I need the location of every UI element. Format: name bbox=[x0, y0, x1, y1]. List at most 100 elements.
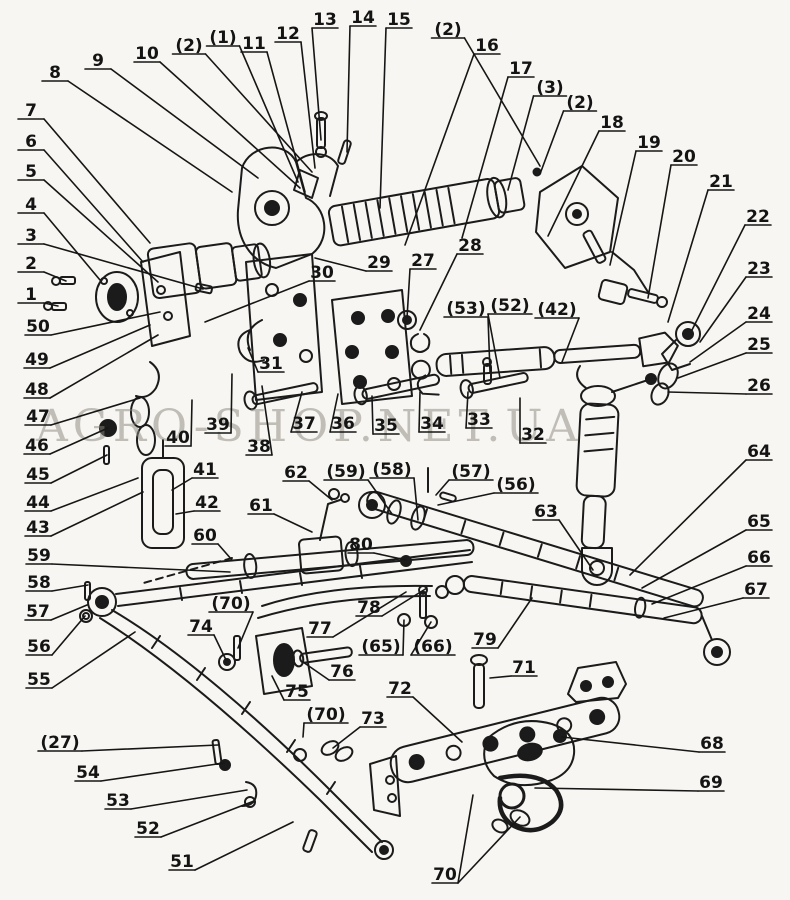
callout-label: (2) bbox=[566, 93, 593, 113]
callout-label: 29 bbox=[367, 253, 391, 273]
callout-26-23: 26 bbox=[667, 376, 773, 396]
callout-label: 4 bbox=[25, 195, 37, 215]
callout-label: 19 bbox=[637, 133, 661, 153]
callout-label: 11 bbox=[242, 34, 266, 54]
callout-72-90: 72 bbox=[386, 679, 463, 743]
callout-54-45: 54 bbox=[74, 762, 225, 783]
callout-59-39: 59 bbox=[25, 546, 231, 573]
callout-2-3: (2) bbox=[171, 36, 313, 173]
callout-52-54: (52) bbox=[487, 296, 533, 379]
callout-label: 60 bbox=[193, 526, 217, 546]
callout-label: 37 bbox=[292, 414, 316, 434]
callout-67-80: 67 bbox=[663, 580, 770, 619]
callout-25-22: 25 bbox=[677, 335, 773, 379]
callout-41-66: 41 bbox=[171, 460, 219, 491]
callout-label: 48 bbox=[25, 380, 49, 400]
callout-label: 39 bbox=[206, 415, 230, 435]
callout-label: (57) bbox=[451, 462, 490, 482]
callout-17-12: 17 bbox=[461, 59, 535, 239]
callout-4-27: 4 bbox=[17, 195, 101, 281]
callout-label: 80 bbox=[349, 535, 373, 555]
callout-75-89: 75 bbox=[271, 675, 311, 702]
callout-label: 73 bbox=[361, 709, 385, 729]
callout-label: (59) bbox=[326, 462, 365, 482]
callout-80-76: 80 bbox=[347, 535, 407, 561]
callout-label: 26 bbox=[747, 376, 771, 396]
callout-label: 10 bbox=[135, 44, 159, 64]
callout-label: 25 bbox=[747, 335, 771, 355]
callout-label: 58 bbox=[27, 573, 51, 593]
callout-55-43: 55 bbox=[25, 631, 136, 690]
callout-38-59: 38 bbox=[245, 385, 273, 457]
callout-57-73: (57) bbox=[435, 462, 494, 496]
callout-label: 16 bbox=[475, 36, 499, 56]
callout-label: 47 bbox=[26, 407, 50, 427]
splined-shaft bbox=[327, 176, 526, 247]
callout-label: 32 bbox=[521, 425, 545, 445]
callout-label: (27) bbox=[40, 733, 79, 753]
left-chain-and-turnbuckle bbox=[99, 361, 185, 549]
callout-label: (56) bbox=[496, 475, 535, 495]
callout-68-94: 68 bbox=[561, 734, 726, 754]
long-draft-arm bbox=[99, 609, 394, 860]
callout-label: 72 bbox=[388, 679, 412, 699]
callout-18-15: 18 bbox=[547, 113, 626, 237]
callout-label: 7 bbox=[25, 101, 37, 121]
callout-label: 22 bbox=[746, 207, 770, 227]
callout-56-74: (56) bbox=[437, 475, 539, 506]
callout-label: 35 bbox=[374, 416, 398, 436]
callout-label: (70) bbox=[306, 705, 345, 725]
callout-label: 20 bbox=[672, 147, 696, 167]
callout-2-10: (2) bbox=[430, 20, 541, 167]
callout-29-50: 29 bbox=[314, 253, 393, 273]
callout-label: 71 bbox=[512, 658, 536, 678]
callout-label: 34 bbox=[420, 414, 444, 434]
callout-40-57: 40 bbox=[164, 399, 193, 448]
callout-45-36: 45 bbox=[24, 454, 108, 485]
callout-label: 30 bbox=[310, 263, 334, 283]
callout-label: 79 bbox=[473, 630, 497, 650]
callout-label: 21 bbox=[709, 172, 733, 192]
callout-51-48: 51 bbox=[168, 821, 294, 872]
callout-15-9: 15 bbox=[379, 10, 413, 209]
callout-5-26: 5 bbox=[17, 162, 159, 283]
callout-label: 36 bbox=[331, 414, 355, 434]
callout-label: 6 bbox=[25, 132, 37, 152]
callout-label: 57 bbox=[26, 602, 50, 622]
callout-label: 54 bbox=[76, 763, 100, 783]
callout-53-46: 53 bbox=[104, 789, 248, 811]
leveling-screw-assembly bbox=[575, 365, 657, 586]
callout-19-16: 19 bbox=[609, 133, 663, 266]
callout-label: 76 bbox=[330, 662, 354, 682]
callout-label: 23 bbox=[747, 259, 771, 279]
callout-label: (58) bbox=[372, 460, 411, 480]
callout-label: 65 bbox=[747, 512, 771, 532]
callout-label: 14 bbox=[351, 8, 375, 28]
callout-43-38: 43 bbox=[24, 491, 144, 538]
callout-label: 51 bbox=[170, 852, 194, 872]
callout-label: 61 bbox=[249, 496, 273, 516]
callout-35-62: 35 bbox=[371, 395, 400, 436]
callout-39-58: 39 bbox=[204, 373, 233, 435]
callout-31-56: 31 bbox=[247, 347, 285, 374]
callout-37-60: 37 bbox=[290, 391, 318, 434]
callout-8-0: 8 bbox=[41, 63, 233, 193]
center-mount-plates bbox=[237, 253, 413, 405]
callout-label: 50 bbox=[26, 317, 50, 337]
callout-label: 38 bbox=[247, 437, 271, 457]
callout-78-84: 78 bbox=[355, 587, 428, 618]
callout-label: (66) bbox=[413, 637, 452, 657]
callout-label: 2 bbox=[25, 254, 37, 274]
lift-rod bbox=[435, 575, 731, 666]
callout-14-8: 14 bbox=[346, 8, 377, 153]
callout-33-64: 33 bbox=[465, 391, 493, 430]
callout-label: (53) bbox=[446, 299, 485, 319]
watermark: AGRO-SHOP.NET.UA bbox=[35, 401, 583, 452]
callout-label: 8 bbox=[49, 63, 61, 83]
right-clevis-bracket bbox=[535, 165, 701, 406]
callout-36-61: 36 bbox=[329, 393, 357, 434]
callout-label: 55 bbox=[27, 670, 51, 690]
callout-71-93: 71 bbox=[489, 658, 538, 679]
cross-shaft-and-levers bbox=[139, 467, 475, 585]
callout-58-72: (58) bbox=[369, 460, 419, 521]
